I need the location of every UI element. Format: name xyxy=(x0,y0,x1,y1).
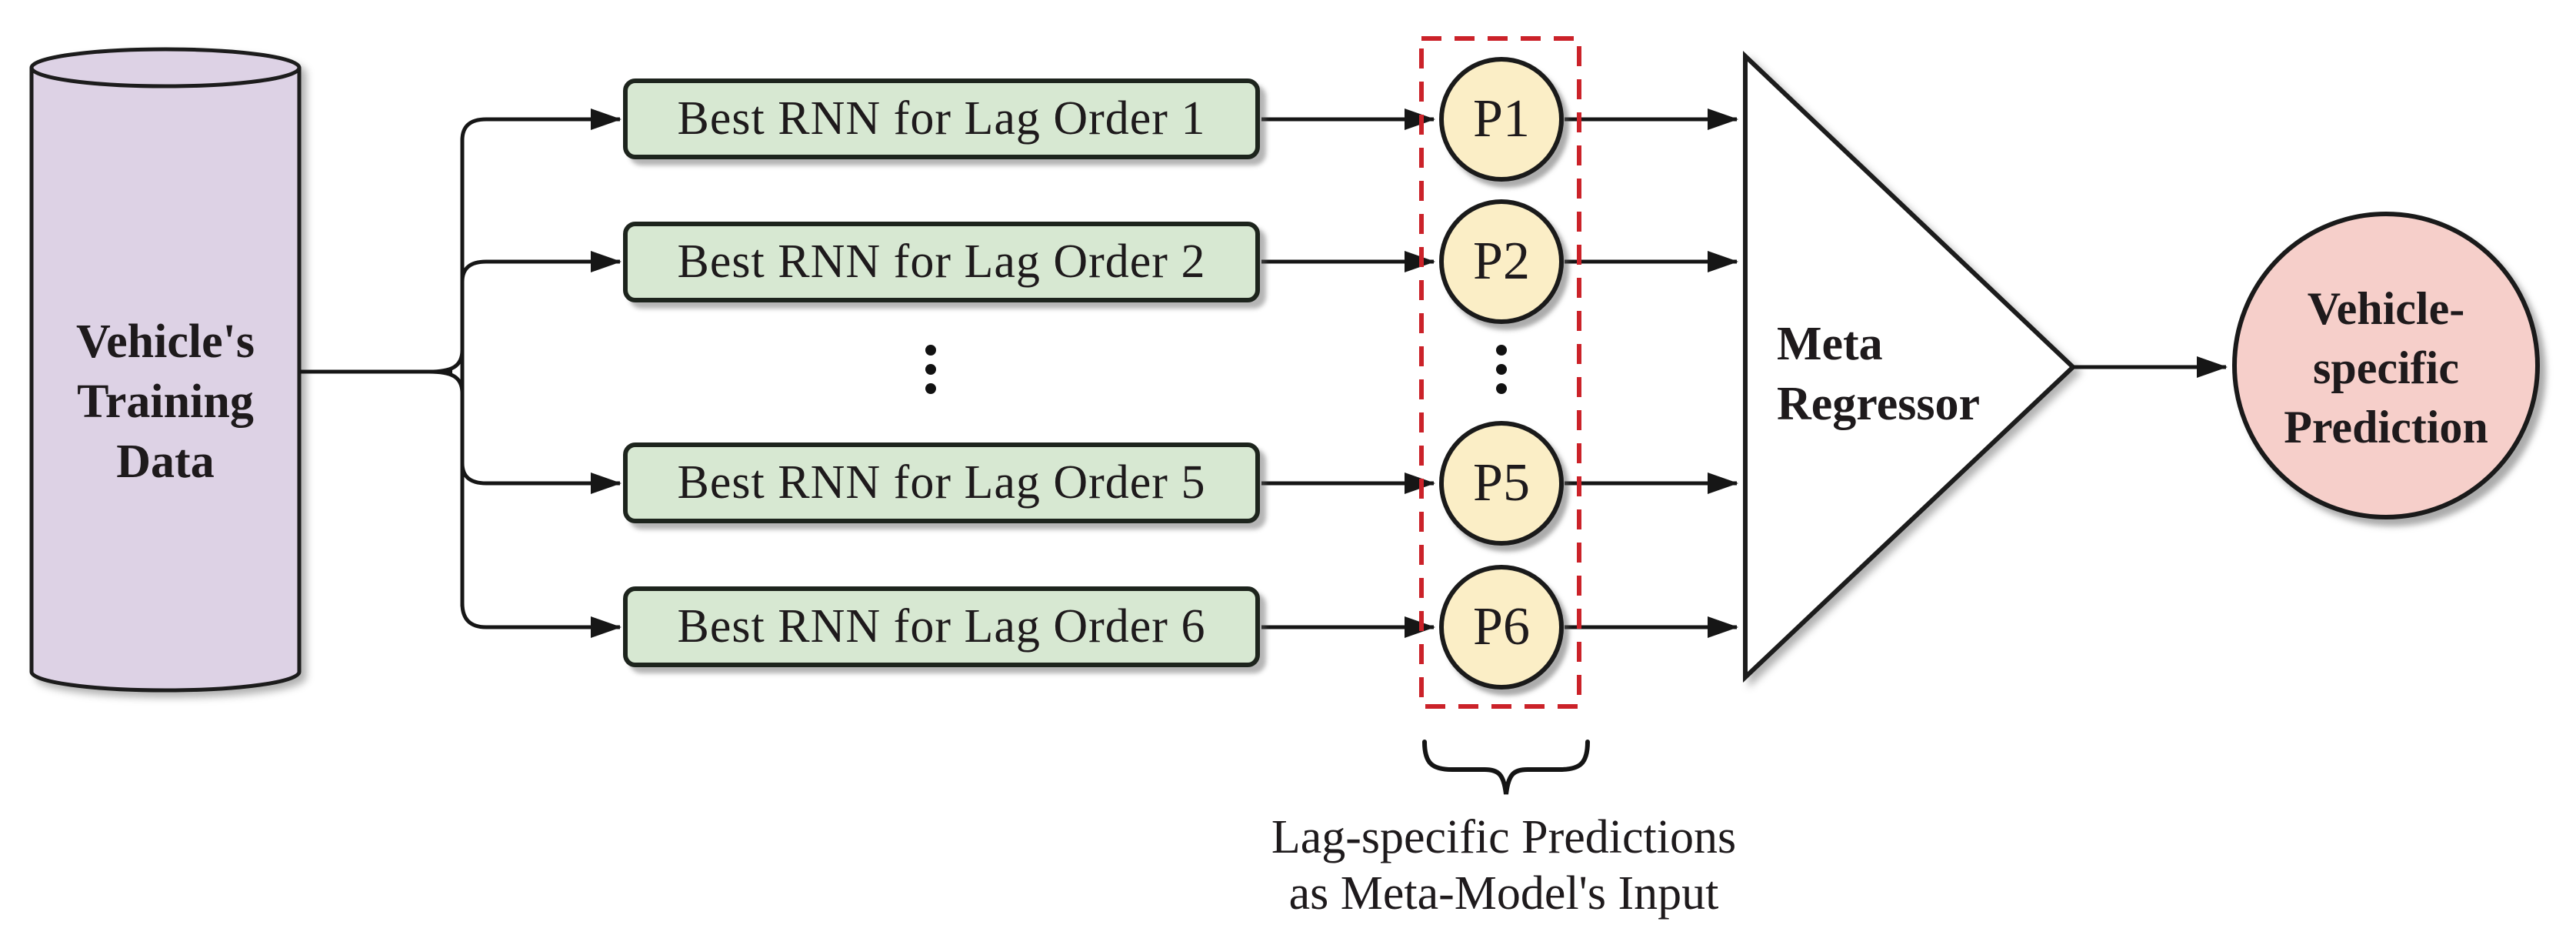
meta-regressor-label: Meta Regressor xyxy=(1777,314,2108,434)
branch-line-1 xyxy=(460,109,622,141)
output-line: specific xyxy=(2313,342,2459,393)
output-circle: Vehicle- specific Prediction xyxy=(2232,212,2540,519)
prediction-label: P2 xyxy=(1473,232,1530,291)
box-to-prediction-connectors xyxy=(1261,109,1435,638)
training-data-line: Training xyxy=(77,376,254,428)
rnn-box-label: Best RNN for Lag Order 1 xyxy=(677,92,1206,145)
rnn-box-label: Best RNN for Lag Order 2 xyxy=(677,235,1206,288)
rnn-box-label: Best RNN for Lag Order 5 xyxy=(677,456,1206,509)
training-data-label: Vehicle's Training Data xyxy=(31,312,300,492)
input-connectors xyxy=(300,109,622,638)
rnn-box-lag-2: Best RNN for Lag Order 2 xyxy=(623,222,1260,302)
meta-regressor-line: Meta xyxy=(1777,318,1883,370)
training-data-line: Vehicle's xyxy=(76,316,255,368)
prediction-label: P6 xyxy=(1473,597,1530,656)
meta-input-group-box xyxy=(1419,36,1581,709)
junction-flare-up xyxy=(428,349,465,374)
output-line: Prediction xyxy=(2284,401,2488,452)
underbrace-icon xyxy=(1422,740,1590,795)
branch-line-2 xyxy=(460,251,622,282)
vertical-ellipsis-icon xyxy=(925,345,936,394)
output-line: Vehicle- xyxy=(2307,282,2465,334)
branch-line-3 xyxy=(460,462,622,494)
rnn-box-lag-6: Best RNN for Lag Order 6 xyxy=(623,586,1260,667)
meta-regressor-line: Regressor xyxy=(1777,378,1980,430)
caption-line: as Meta-Model's Input xyxy=(1288,867,1719,920)
rnn-box-lag-1: Best RNN for Lag Order 1 xyxy=(623,78,1260,159)
rnn-box-label: Best RNN for Lag Order 6 xyxy=(677,600,1206,653)
database-cylinder xyxy=(29,47,302,693)
prediction-circle-p1: P1 xyxy=(1439,57,1564,182)
prediction-label: P5 xyxy=(1473,453,1530,513)
branch-line-4 xyxy=(460,603,622,638)
junction-flare-down xyxy=(428,369,465,394)
meta-regressor-triangle xyxy=(1743,51,2077,683)
prediction-to-meta-connectors xyxy=(1565,109,1738,638)
caption: Lag-specific Predictions as Meta-Model's… xyxy=(1061,810,1946,922)
vertical-ellipsis-icon xyxy=(1496,345,1507,394)
prediction-circle-p6: P6 xyxy=(1439,565,1564,690)
caption-line: Lag-specific Predictions xyxy=(1271,811,1737,863)
prediction-circle-p5: P5 xyxy=(1439,421,1564,546)
rnn-box-lag-5: Best RNN for Lag Order 5 xyxy=(623,442,1260,523)
prediction-label: P1 xyxy=(1473,89,1530,149)
prediction-circle-p2: P2 xyxy=(1439,199,1564,324)
training-data-line: Data xyxy=(116,436,215,488)
